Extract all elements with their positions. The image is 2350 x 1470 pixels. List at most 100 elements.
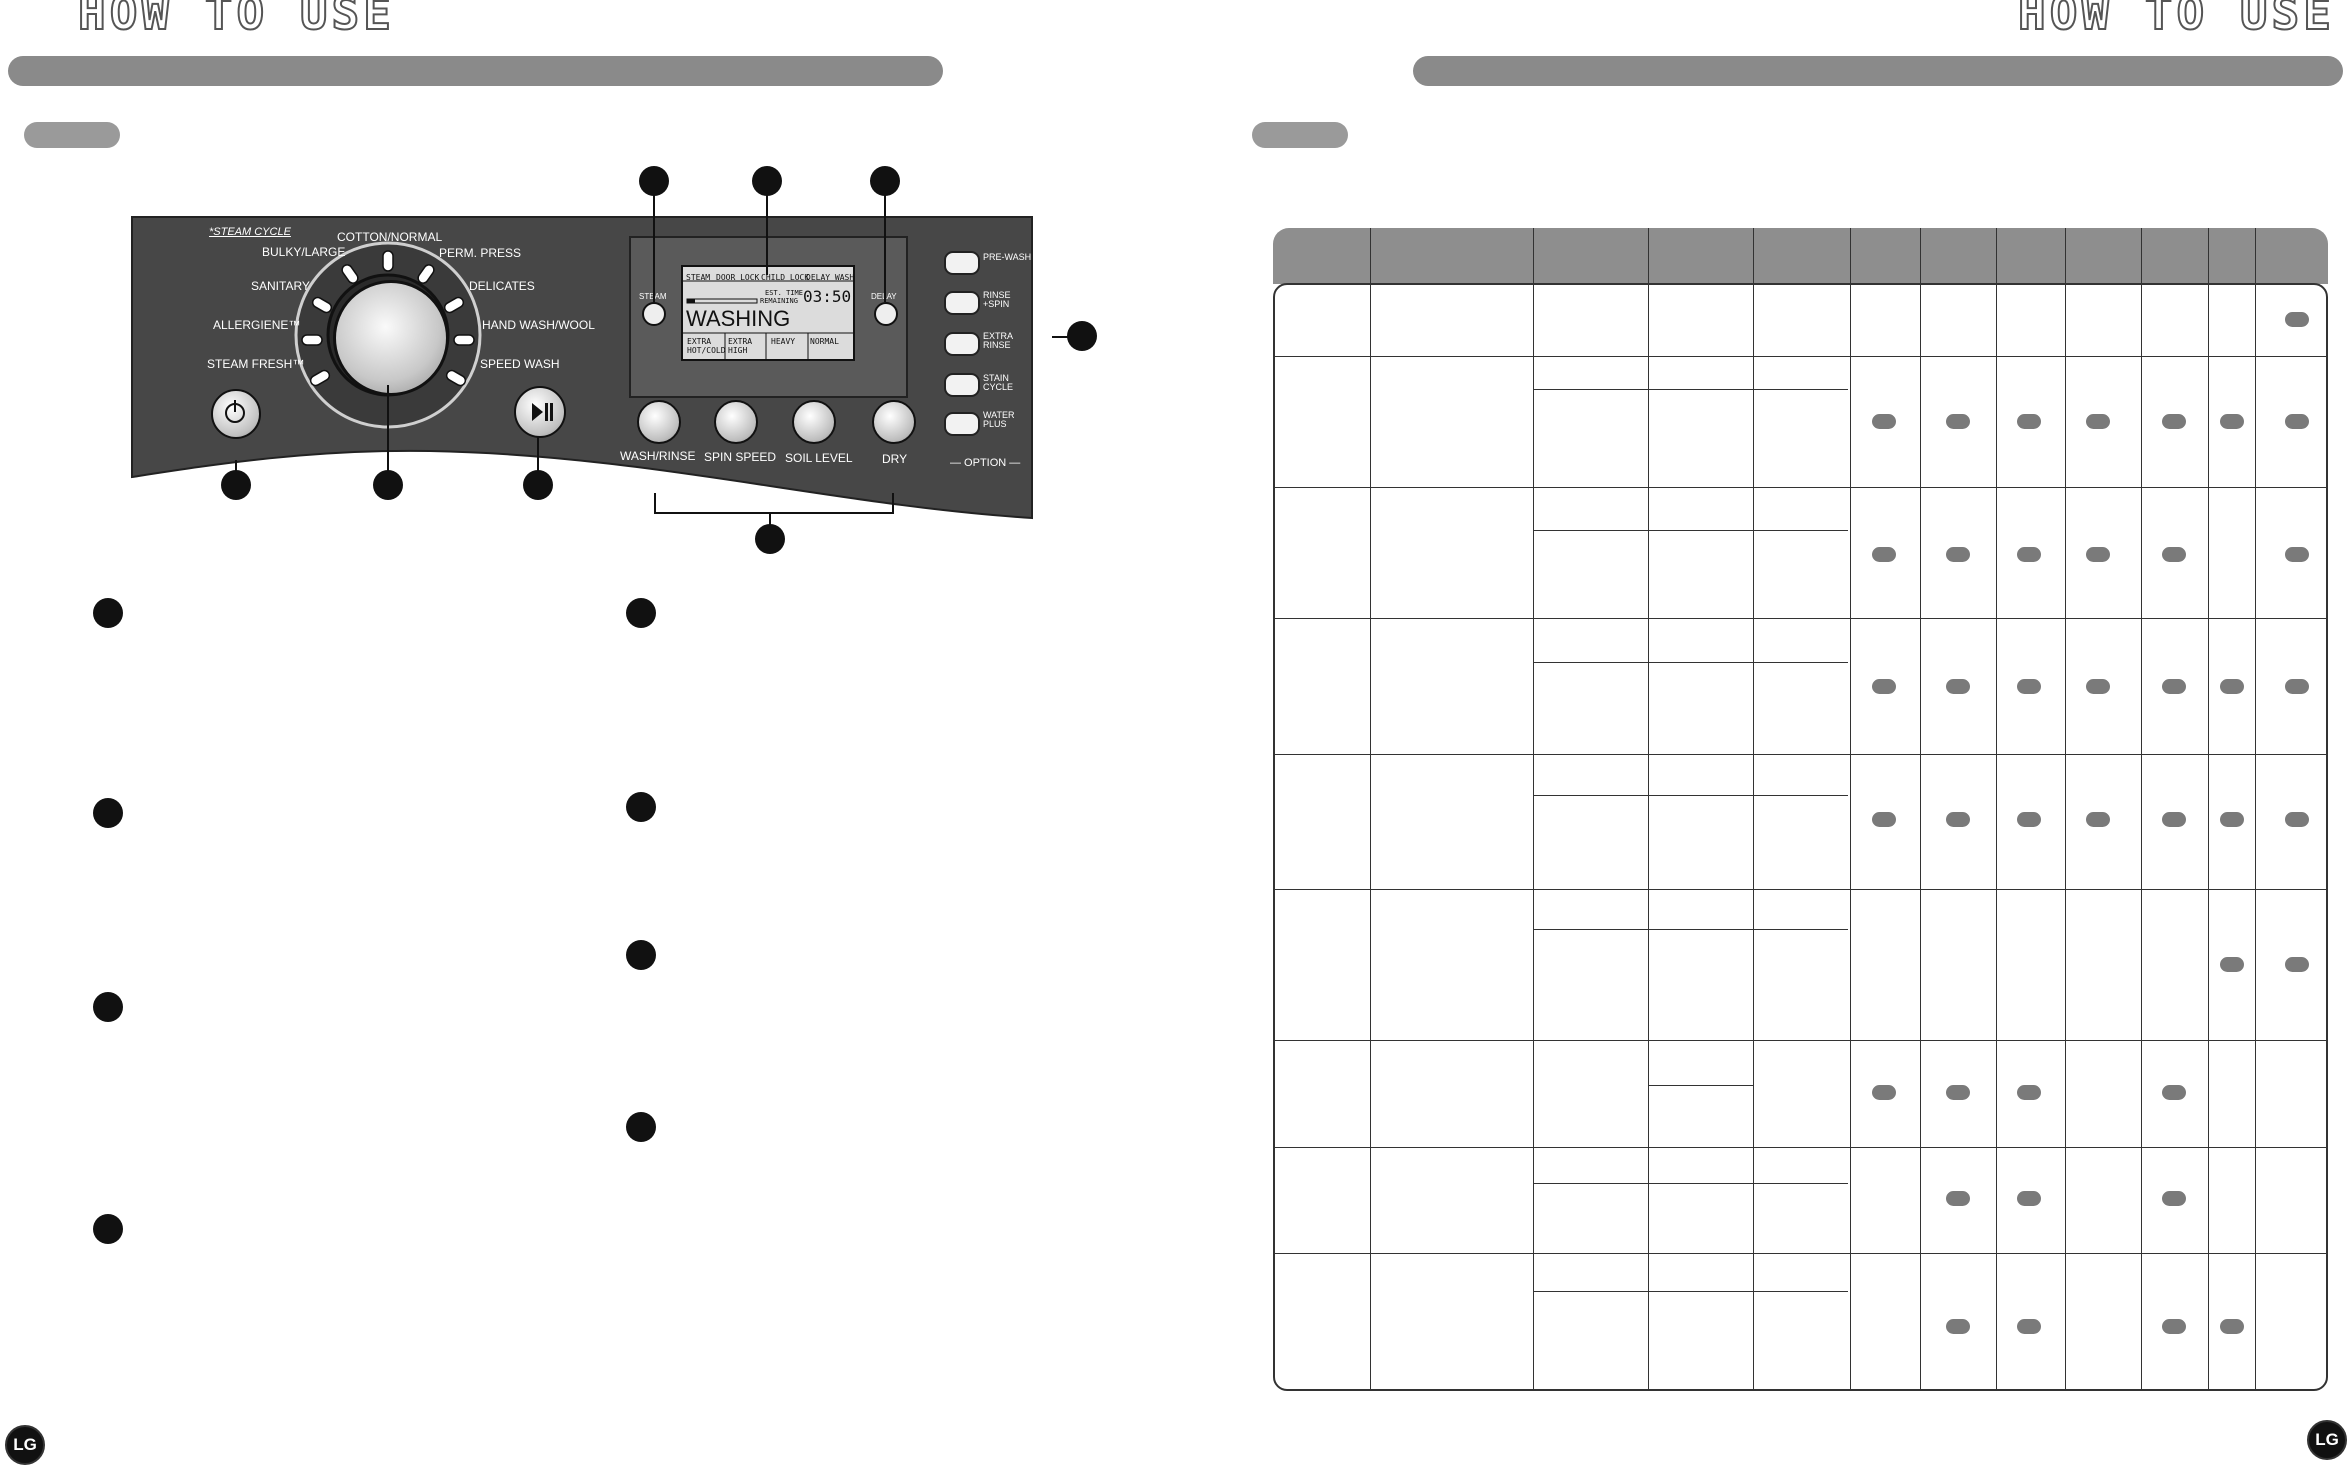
left-page-title: HOW TO USE bbox=[77, 0, 395, 41]
option-group-label: — OPTION — bbox=[950, 457, 1021, 469]
lg-logo-left: LG bbox=[5, 1425, 45, 1465]
table-row-divider bbox=[1274, 356, 2327, 357]
description-bullet-1 bbox=[93, 598, 123, 628]
option-available-dot bbox=[2285, 957, 2309, 972]
cycle-sanitary: SANITARY bbox=[251, 279, 310, 293]
soil-level-label: SOIL LEVEL bbox=[785, 451, 853, 465]
lcd-steam: STEAM bbox=[686, 273, 711, 282]
lcd-remaining: REMAINING bbox=[760, 297, 798, 305]
option-available-dot bbox=[2017, 1319, 2041, 1334]
lg-logo-right: LG bbox=[2307, 1420, 2347, 1460]
water-label: WATER bbox=[983, 410, 1015, 420]
option-available-dot bbox=[2162, 1319, 2186, 1334]
option-available-dot bbox=[1946, 1191, 1970, 1206]
option-available-dot bbox=[2086, 547, 2110, 562]
table-column-divider bbox=[2255, 228, 2256, 1391]
table-column-divider bbox=[1753, 228, 1754, 1391]
option-available-dot bbox=[2162, 1085, 2186, 1100]
extra-label: EXTRA bbox=[983, 331, 1014, 341]
option-available-dot bbox=[1872, 812, 1896, 827]
option-available-dot bbox=[2017, 1085, 2041, 1100]
callout-delay bbox=[870, 166, 900, 196]
option-available-dot bbox=[2220, 812, 2244, 827]
lcd-est-time: EST. TIME bbox=[765, 289, 803, 297]
table-subrow-divider bbox=[1533, 530, 1848, 531]
table-column-divider bbox=[1533, 228, 1534, 1391]
option-available-dot bbox=[2162, 414, 2186, 429]
table-subrow-divider bbox=[1533, 1291, 1848, 1292]
table-row-divider bbox=[1274, 618, 2327, 619]
table-subrow-divider bbox=[1648, 1085, 1753, 1086]
extra-rinse-label: RINSE bbox=[983, 340, 1011, 350]
description-bullet-6 bbox=[626, 792, 656, 822]
table-column-divider bbox=[2065, 228, 2066, 1391]
delay-button[interactable] bbox=[874, 302, 898, 326]
option-available-dot bbox=[2086, 679, 2110, 694]
option-available-dot bbox=[2285, 312, 2309, 327]
cycle-hand-wash-wool: HAND WASH/WOOL bbox=[482, 318, 595, 332]
start-pause-button[interactable] bbox=[514, 386, 566, 438]
callout-display-steam bbox=[639, 166, 669, 196]
table-column-divider bbox=[2208, 228, 2209, 1391]
option-available-dot bbox=[1872, 1085, 1896, 1100]
cycle-bulky-large: BULKY/LARGE bbox=[262, 245, 346, 259]
steam-button[interactable] bbox=[642, 302, 666, 326]
table-column-divider bbox=[2141, 228, 2142, 1391]
right-section-tab bbox=[1252, 122, 1348, 148]
extra-rinse-button[interactable] bbox=[944, 332, 980, 356]
left-section-tab bbox=[24, 122, 120, 148]
table-row-divider bbox=[1274, 1147, 2327, 1148]
callout-power bbox=[221, 470, 251, 500]
cycle-dial-knob[interactable] bbox=[333, 280, 449, 396]
option-available-dot bbox=[1946, 414, 1970, 429]
table-subrow-divider bbox=[1533, 1183, 1848, 1184]
table-row-divider bbox=[1274, 889, 2327, 890]
option-available-dot bbox=[2162, 679, 2186, 694]
table-header bbox=[1273, 228, 2328, 284]
callout-options bbox=[1067, 321, 1097, 351]
soil-level-button[interactable] bbox=[792, 400, 836, 444]
option-available-dot bbox=[2220, 1319, 2244, 1334]
cycle-cotton-normal: COTTON/NORMAL bbox=[337, 230, 443, 244]
table-row-divider bbox=[1274, 1253, 2327, 1254]
spin-speed-button[interactable] bbox=[714, 400, 758, 444]
rinse-spin-button[interactable] bbox=[944, 291, 980, 315]
callout-display bbox=[752, 166, 782, 196]
callout-cycle-modifiers bbox=[755, 524, 785, 554]
lcd-extra-1: EXTRA bbox=[687, 337, 712, 346]
option-available-dot bbox=[1946, 1319, 1970, 1334]
pre-wash-button[interactable] bbox=[944, 251, 980, 275]
table-row-divider bbox=[1274, 754, 2327, 755]
table-subrow-divider bbox=[1533, 929, 1848, 930]
option-available-dot bbox=[2086, 812, 2110, 827]
lcd-extra-2: EXTRA bbox=[728, 337, 753, 346]
lcd-time: 03:50 bbox=[803, 287, 852, 306]
option-available-dot bbox=[2162, 1191, 2186, 1206]
right-page-title: HOW TO USE bbox=[2017, 0, 2335, 41]
cycle-delicates: DELICATES bbox=[469, 279, 535, 293]
option-available-dot bbox=[1946, 679, 1970, 694]
description-bullet-3 bbox=[93, 992, 123, 1022]
table-column-divider bbox=[1850, 228, 1851, 1391]
stain-cycle-button[interactable] bbox=[944, 373, 980, 397]
water-plus-button[interactable] bbox=[944, 412, 980, 436]
wash-rinse-button[interactable] bbox=[637, 400, 681, 444]
option-available-dot bbox=[2086, 414, 2110, 429]
steam-cycle-note: *STEAM CYCLE bbox=[209, 226, 291, 238]
left-header-bar bbox=[8, 56, 943, 86]
lcd-normal: NORMAL bbox=[810, 337, 839, 346]
option-available-dot bbox=[1872, 414, 1896, 429]
power-button[interactable] bbox=[211, 389, 261, 439]
delay-button-label: DELAY bbox=[871, 292, 897, 301]
option-available-dot bbox=[2017, 547, 2041, 562]
lcd-child-lock: CHILD LOCK bbox=[761, 273, 810, 282]
description-bullet-5 bbox=[626, 598, 656, 628]
wash-rinse-label: WASH/RINSE bbox=[620, 449, 696, 463]
dry-button[interactable] bbox=[872, 400, 916, 444]
option-available-dot bbox=[2017, 1191, 2041, 1206]
spin-label: +SPIN bbox=[983, 299, 1010, 309]
lcd-heavy: HEAVY bbox=[771, 337, 796, 346]
pre-wash-label: PRE-WASH bbox=[983, 252, 1032, 262]
cycle-allergiene: ALLERGIENE™ bbox=[213, 318, 301, 332]
table-body bbox=[1273, 283, 2328, 1391]
